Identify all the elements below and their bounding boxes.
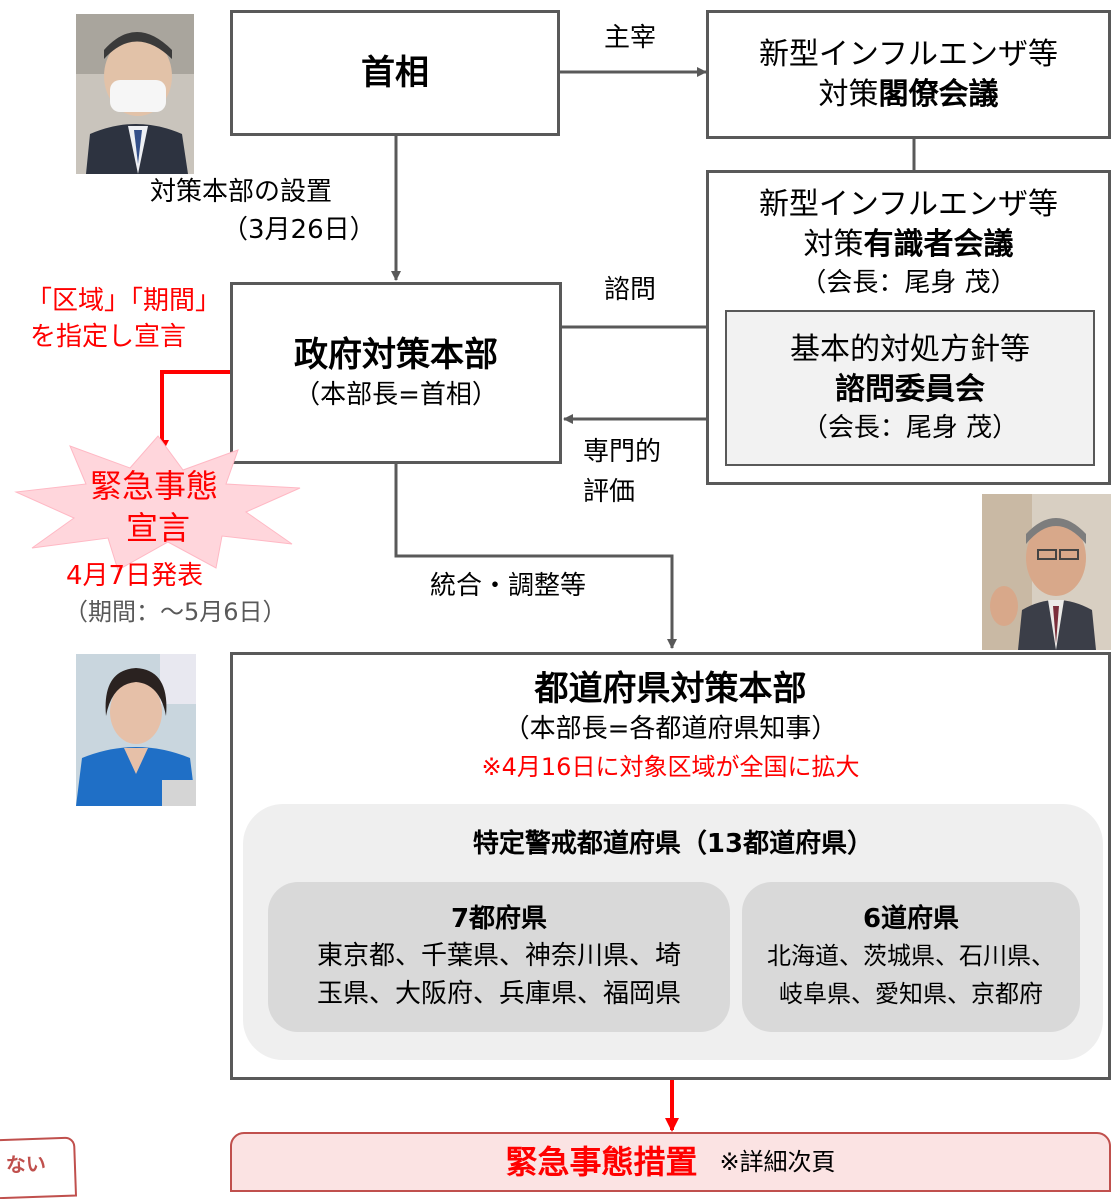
expert-meeting-chair: （会長：尾身 茂） bbox=[800, 268, 1017, 298]
emergency-burst-shape bbox=[14, 435, 301, 571]
expert-chair-photo bbox=[982, 494, 1111, 650]
advisory-committee-line1: 基本的対処方針等 bbox=[790, 332, 1030, 367]
emergency-measures-note: ※詳細次頁 bbox=[719, 1148, 836, 1176]
expert-meeting-line1: 新型インフルエンザ等 bbox=[758, 187, 1059, 222]
group-7-title: 7都府県 bbox=[450, 904, 548, 934]
emergency-measures-title: 緊急事態措置 bbox=[505, 1143, 698, 1181]
group-6-line1: 北海道、茨城県、石川県、 bbox=[767, 942, 1055, 970]
cabinet-meeting-line2: 対策閣僚会議 bbox=[819, 75, 999, 115]
prefectural-hq-note: ※4月16日に対象区域が全国に拡大 bbox=[481, 753, 860, 781]
prime-minister-photo bbox=[76, 14, 194, 174]
setup-hq-label-2: （3月26日） bbox=[222, 215, 376, 245]
coordination-label: 統合・調整等 bbox=[430, 571, 587, 601]
evaluation-label-2: 評価 bbox=[583, 477, 636, 507]
cabinet-meeting-name: 閣僚会議 bbox=[878, 76, 999, 112]
emergency-burst-line1: 緊急事態 bbox=[90, 467, 219, 505]
government-hq-box: 政府対策本部 （本部長=首相） bbox=[230, 282, 562, 464]
setup-hq-label-1: 対策本部の設置 bbox=[150, 177, 333, 207]
prefectural-hq-sub: （本部長=各都道府県知事） bbox=[503, 714, 838, 744]
declaration-announced: 4月7日発表 bbox=[66, 561, 204, 591]
government-hq-sub: （本部長=首相） bbox=[294, 380, 498, 410]
group-6-line2: 岐阜県、愛知県、京都府 bbox=[779, 980, 1043, 1008]
emergency-burst-line2: 宣言 bbox=[126, 509, 191, 547]
expert-meeting-name: 有識者会議 bbox=[863, 227, 1014, 262]
declaration-specify-2: を指定し宣言 bbox=[30, 322, 187, 352]
group-7-line1: 東京都、千葉県、神奈川県、埼 bbox=[316, 941, 681, 971]
declaration-specify-1: 「区域」「期間」 bbox=[26, 286, 222, 316]
special-alert-title: 特定警戒都道府県（13都道府県） bbox=[472, 829, 874, 859]
prime-minister-label: 首相 bbox=[361, 53, 429, 93]
expert-meeting-line2: 対策有識者会議 bbox=[709, 225, 1108, 265]
coordination-arrow bbox=[394, 463, 677, 649]
corner-tag-text: ない bbox=[5, 1151, 47, 1177]
group-7-line2: 玉県、大阪府、兵庫県、福岡県 bbox=[316, 979, 681, 1009]
cabinet-meeting-box: 新型インフルエンザ等 対策閣僚会議 bbox=[706, 10, 1111, 139]
cabinet-meeting-line1: 新型インフルエンザ等 bbox=[758, 36, 1059, 72]
presides-label: 主宰 bbox=[604, 23, 657, 53]
tokyo-governor-photo bbox=[76, 654, 196, 806]
evaluation-label-1: 専門的 bbox=[583, 437, 662, 467]
expert-meeting-prefix: 対策 bbox=[803, 227, 864, 262]
emergency-measures-box: 緊急事態措置 ※詳細次頁 bbox=[230, 1132, 1111, 1192]
prefecture-group-7: 7都府県 東京都、千葉県、神奈川県、埼 玉県、大阪府、兵庫県、福岡県 bbox=[268, 882, 730, 1032]
declaration-period: （期間：〜5月6日） bbox=[64, 598, 287, 626]
consult-label: 諮問 bbox=[604, 275, 657, 305]
prefectural-hq-title: 都道府県対策本部 bbox=[534, 669, 807, 709]
advisory-committee-name: 諮問委員会 bbox=[835, 372, 985, 407]
cabinet-meeting-prefix: 対策 bbox=[818, 76, 879, 112]
prime-minister-box: 首相 bbox=[230, 10, 560, 136]
declaration-arrow bbox=[155, 370, 230, 454]
corner-tag: ない bbox=[0, 1136, 78, 1199]
advisory-committee-box: 基本的対処方針等 諮問委員会 （会長：尾身 茂） bbox=[725, 310, 1095, 466]
advisory-committee-chair: （会長：尾身 茂） bbox=[801, 413, 1019, 443]
government-hq-title: 政府対策本部 bbox=[294, 335, 498, 375]
group-6-title: 6道府県 bbox=[862, 904, 960, 934]
prefecture-group-6: 6道府県 北海道、茨城県、石川県、 岐阜県、愛知県、京都府 bbox=[742, 882, 1080, 1032]
